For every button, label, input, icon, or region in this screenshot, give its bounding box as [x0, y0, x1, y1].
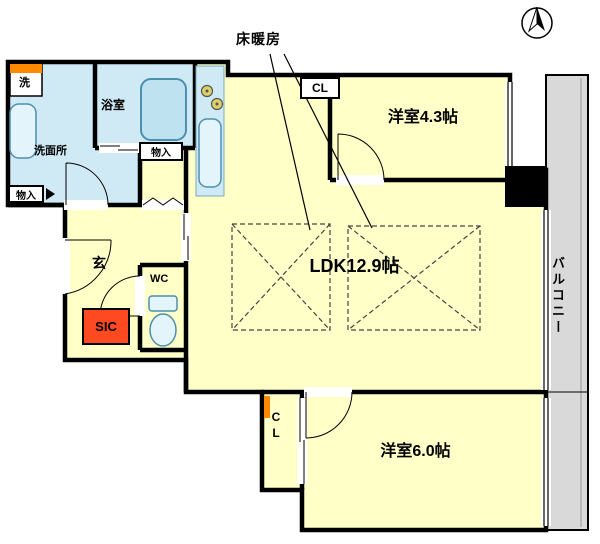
window-room-small [505, 82, 515, 168]
wc-label: WC [150, 273, 169, 285]
window-room-large [541, 398, 551, 526]
ldk-sliding-door [183, 214, 189, 260]
toilet-bowl [149, 313, 177, 347]
floor-heating-panel-cross [347, 225, 481, 331]
room-small-label: 洋室4.3帖 [387, 109, 459, 126]
entrance-door-arc [64, 239, 112, 295]
washroom-area [8, 62, 140, 205]
kitchen-sink [198, 118, 222, 188]
washing-machine-accent [10, 64, 42, 73]
floor-heating-panel [347, 225, 481, 331]
storage-bifold-door [142, 197, 184, 206]
ldk-label: LDK12.9帖 [309, 256, 400, 276]
pillar [505, 166, 546, 207]
storage-left-label: 物入 [8, 185, 44, 203]
washroom-label: 洗面所 [34, 145, 67, 157]
shoe-closet-label: SIC [95, 319, 117, 334]
washer-label: 洗 [19, 77, 30, 89]
toilet-tank [148, 295, 178, 312]
floor-heating-label: 床暖房 [236, 31, 281, 47]
storage-mid-label: 物入 [139, 142, 183, 161]
fixtures [9, 63, 270, 418]
storage-door-marker-icon [46, 188, 55, 200]
entrance-label: 玄 [92, 255, 106, 271]
washroom-door-gap [64, 200, 108, 210]
room-small-door-arc [337, 133, 385, 181]
window-ldk [541, 210, 551, 390]
room-large-door-arc [305, 391, 353, 439]
room-large-door-gap [304, 387, 352, 397]
compass-needle-north [537, 7, 545, 31]
floor-heating-pointer-lines [269, 53, 373, 231]
openings [60, 82, 551, 526]
washroom-door-arc [65, 162, 109, 206]
closet-accent-bar [264, 396, 270, 418]
washroom-sink [9, 103, 37, 159]
wc-door-gap [135, 276, 145, 316]
closet-door-gap [297, 398, 307, 484]
ldk-door-gap [181, 213, 191, 261]
stove-burner-dot [215, 102, 219, 106]
closet-top-label: CL [300, 77, 340, 99]
floor-heating-panel [231, 223, 331, 331]
shoe-closet-box [82, 308, 130, 345]
bathroom-door-line [100, 145, 138, 151]
closet-bottom-label: CL [269, 410, 283, 442]
compass-icon [521, 6, 553, 39]
window-room-large-glass [543, 398, 549, 526]
closet-sliding-door [299, 398, 305, 484]
bathtub [140, 78, 187, 141]
window-ldk-glass [543, 210, 549, 390]
bathroom-label: 浴室 [101, 98, 126, 112]
floor-heating-panel-cross [231, 223, 331, 331]
bathroom-door-gap [99, 143, 139, 153]
window-room-small-glass [507, 82, 513, 168]
balcony-label: バルコニー [550, 256, 565, 336]
floor-heating-panels [231, 223, 481, 331]
room-small-door-gap [336, 175, 384, 185]
entrance-door-gap [60, 238, 70, 294]
room-large-label: 洋室6.0帖 [380, 443, 451, 460]
stove-burner-dot [205, 89, 209, 93]
